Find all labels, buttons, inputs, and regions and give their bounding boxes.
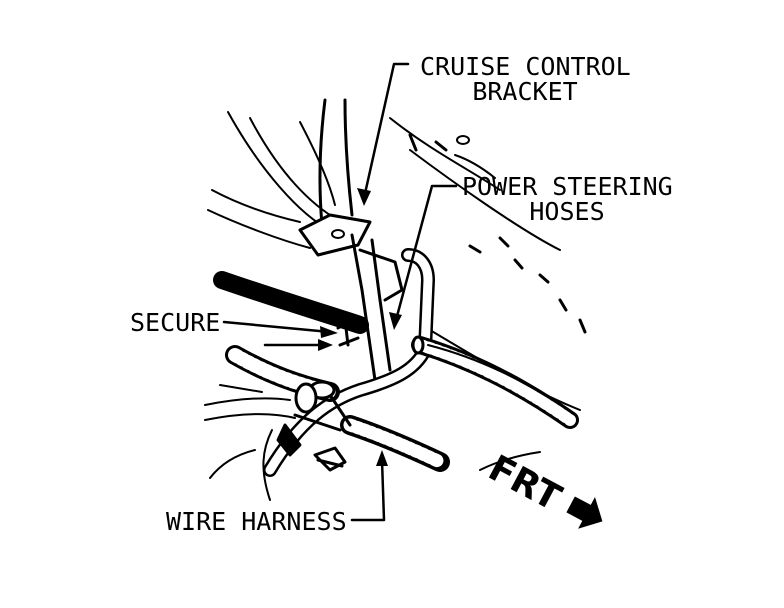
cruise-control-bracket-shape [298, 98, 404, 382]
bracket-bolt [331, 229, 345, 239]
cruise-control-bracket-line-1: CRUISE CONTROL [420, 52, 631, 81]
cruise-control-bracket-line-2: BRACKET [472, 77, 578, 106]
hose-clamps [276, 380, 347, 472]
wire-harness-label: WIRE HARNESS [166, 507, 347, 536]
bracket-leader [362, 62, 410, 200]
front-direction-arrow-icon [566, 496, 603, 529]
mounting-hole [456, 135, 470, 145]
leader-lines [222, 62, 458, 522]
secure-label: SECURE [130, 308, 221, 337]
panel-hatch-strokes [408, 133, 587, 334]
power-steering-hoses-label: POWER STEERING HOSES [462, 172, 673, 226]
harness-leader [350, 458, 386, 522]
power-steering-hoses-line-2: HOSES [529, 197, 605, 226]
front-marker-label: FRT [482, 448, 568, 520]
securing-strap-shape [336, 316, 360, 347]
secure-leader [222, 320, 332, 334]
leader-arrowheads [318, 188, 402, 466]
cruise-control-bracket-label: CRUISE CONTROL BRACKET [420, 52, 631, 106]
hoses-leader [394, 184, 458, 322]
power-steering-hoses-line-1: POWER STEERING [462, 172, 673, 201]
